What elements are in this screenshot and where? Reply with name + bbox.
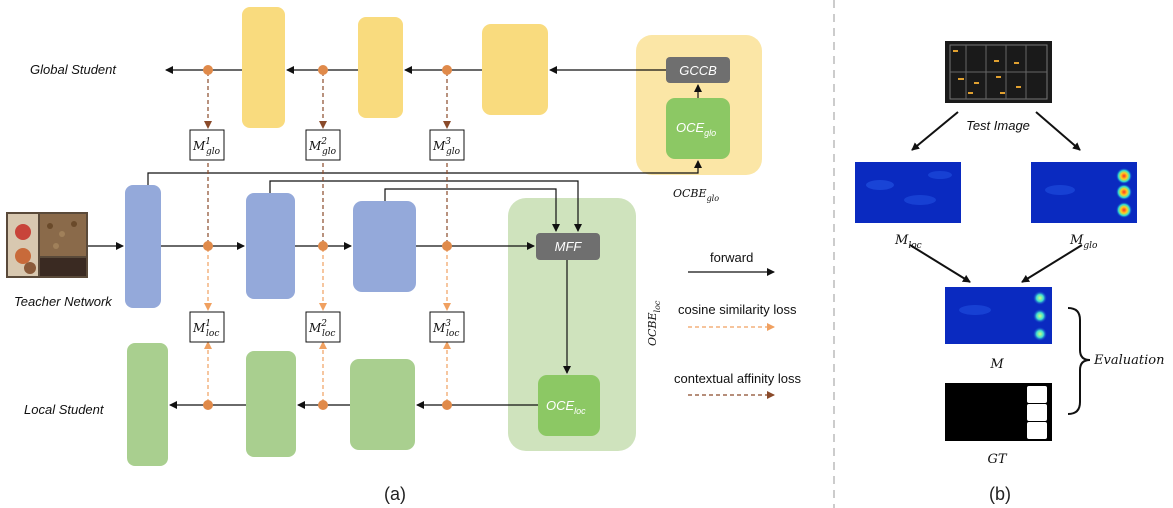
ocbe-glo-label: OCBEglo	[673, 187, 719, 203]
local-student-block-1	[127, 343, 168, 466]
oce-loc-label: OCEloc	[546, 398, 586, 416]
caption-a: (a)	[384, 484, 406, 504]
teacher-block-3	[353, 201, 416, 292]
gt-label: GT	[987, 452, 1007, 467]
heatmap-m-loc	[855, 162, 961, 223]
heatmap-m-glo	[1031, 162, 1137, 223]
global-student-block-1	[242, 7, 285, 128]
teacher-block-2	[246, 193, 295, 299]
node-teacher-1	[203, 241, 213, 251]
oce-loc-box	[538, 375, 600, 436]
m-label: M	[989, 357, 1004, 372]
evaluation-label: Evaluation	[1093, 353, 1164, 368]
test-image-label: Test Image	[966, 118, 1030, 133]
m-loc-label: Mloc	[894, 233, 922, 251]
legend-cosine-label: cosine similarity loss	[678, 302, 797, 317]
mff-box	[536, 233, 600, 260]
local-student-block-2	[246, 351, 296, 457]
global-student-block-3	[482, 24, 548, 115]
global-student-label: Global Student	[30, 62, 117, 77]
gccb-label: GCCB	[679, 63, 717, 78]
gccb-box	[666, 57, 730, 83]
local-student-label: Local Student	[24, 402, 105, 417]
node-glo-1	[203, 65, 213, 75]
node-loc-1	[203, 400, 213, 410]
caption-b: (b)	[989, 484, 1011, 504]
ocbe-loc-label: OCBEloc	[646, 300, 662, 346]
node-glo-3	[442, 65, 452, 75]
global-student-block-2	[358, 17, 403, 118]
food-tray-image	[6, 212, 88, 278]
node-loc-3	[442, 400, 452, 410]
test-image	[945, 41, 1052, 103]
gt-image	[945, 383, 1052, 441]
mff-label: MFF	[555, 239, 583, 254]
oce-glo-label: OCEglo	[676, 120, 716, 138]
legend-forward-label: forward	[710, 250, 753, 265]
teacher-block-1	[125, 185, 161, 308]
node-teacher-3	[442, 241, 452, 251]
node-loc-2	[318, 400, 328, 410]
evaluation-bracket	[1067, 307, 1091, 415]
node-glo-2	[318, 65, 328, 75]
m-glo-label: Mglo	[1069, 233, 1098, 251]
oce-glo-box	[666, 98, 730, 159]
heatmap-m	[945, 287, 1052, 344]
node-teacher-2	[318, 241, 328, 251]
teacher-network-label: Teacher Network	[14, 294, 113, 309]
legend-contextual-label: contextual affinity loss	[674, 371, 801, 386]
local-student-block-3	[350, 359, 415, 450]
